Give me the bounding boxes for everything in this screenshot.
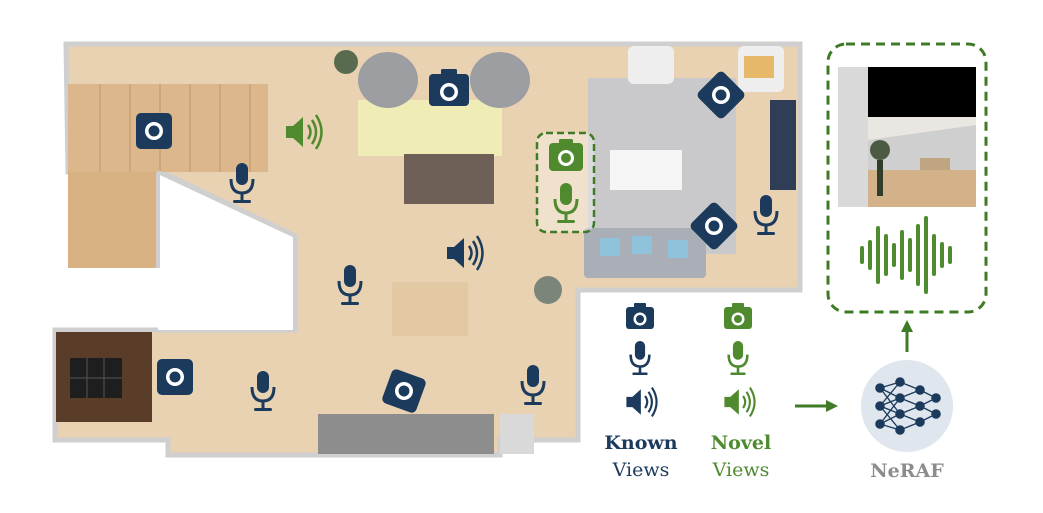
output-panel [828,44,986,312]
novel-view-marker [537,133,594,232]
arrow-icon [795,400,838,412]
microphone-icon [729,341,748,375]
camera-icon [136,113,172,149]
novel-views-title: Novel [698,432,784,454]
neraf-model [861,360,953,452]
speaker-icon [626,388,656,417]
legend-known-icons [626,303,657,416]
legend-novel-icons [724,303,755,416]
microphone-icon [631,341,650,375]
novel-views-subtitle: Views [698,459,784,481]
camera-icon [549,139,583,171]
camera-icon [157,359,193,395]
speaker-icon [724,388,754,417]
rendered-novel-image [838,67,976,207]
camera-icon [724,303,752,329]
neraf-label: NeRAF [857,460,957,482]
output-arrow [901,320,913,352]
camera-icon [429,69,469,106]
known-views-subtitle: Views [598,459,684,481]
known-views-title: Known [598,432,684,454]
camera-icon [626,303,654,329]
